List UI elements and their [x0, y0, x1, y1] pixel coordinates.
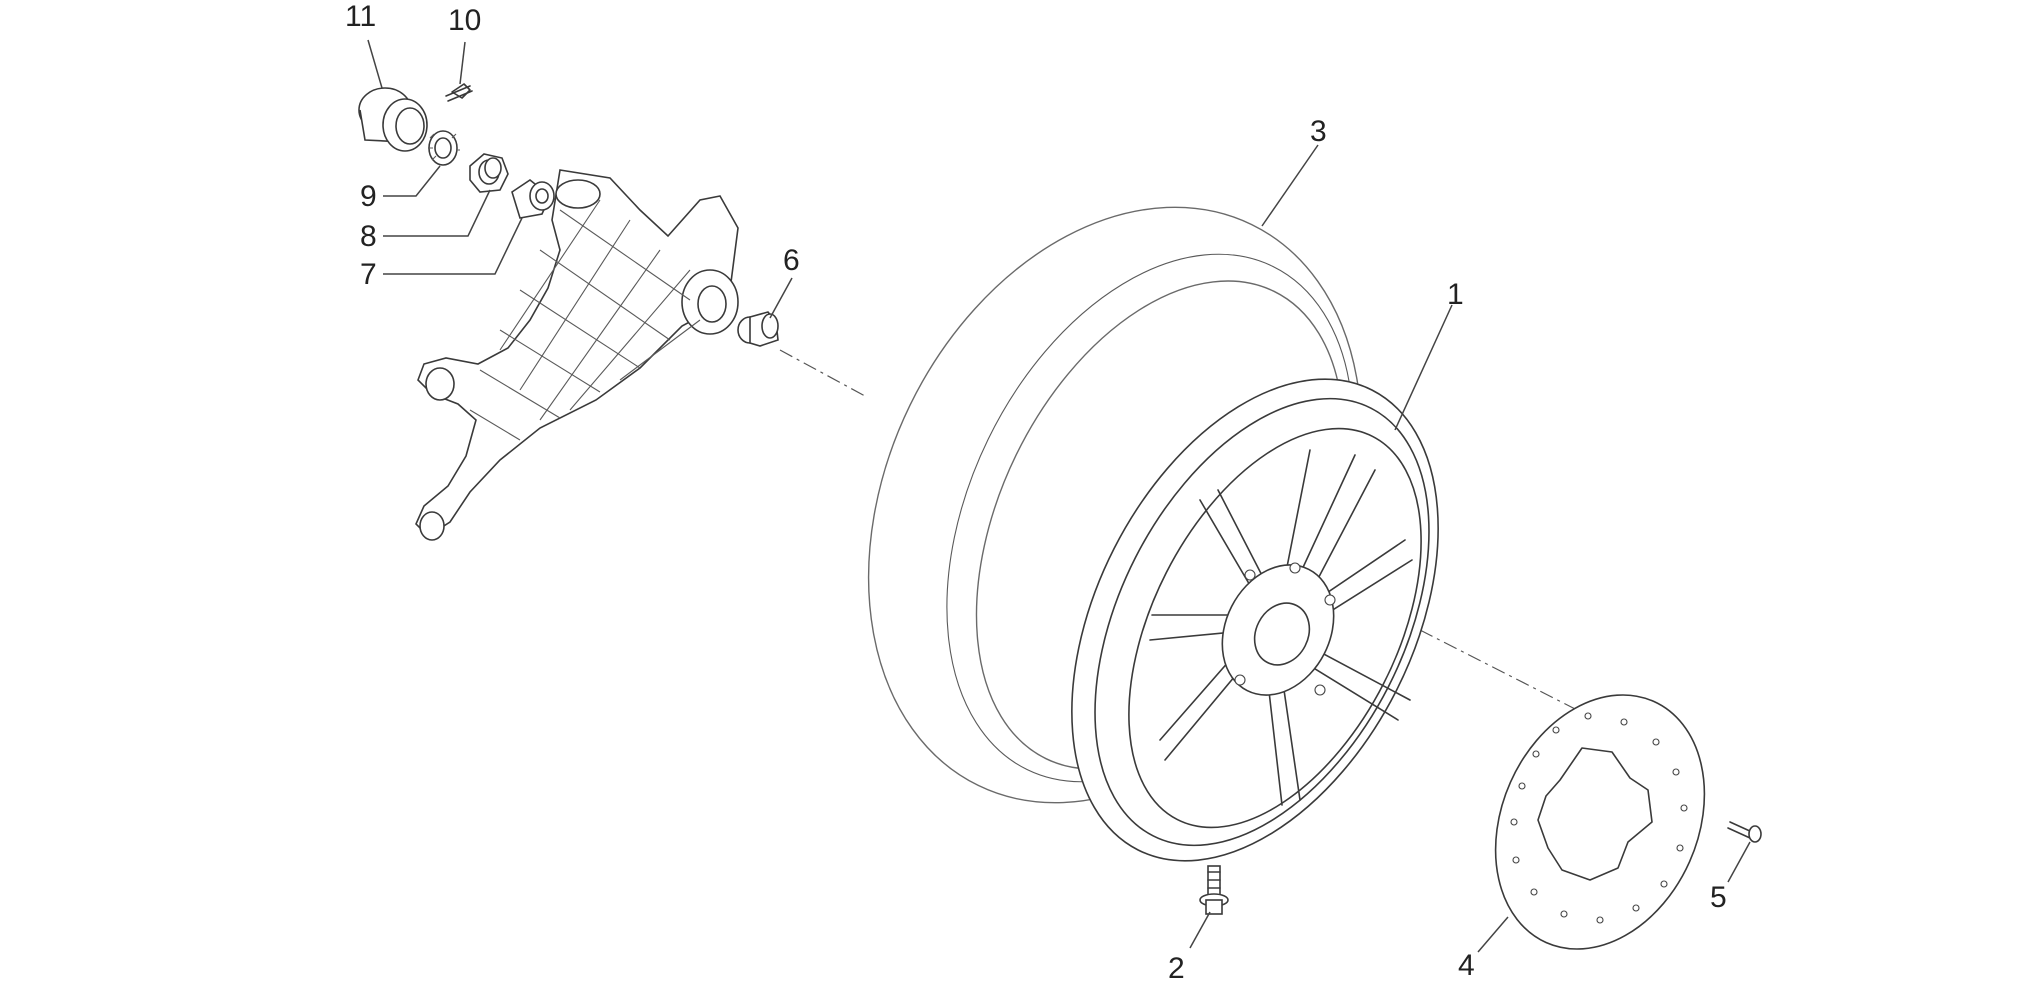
callout-1: 1	[1447, 278, 1464, 311]
leader-7	[383, 217, 523, 275]
callout-2: 2	[1168, 952, 1185, 982]
leader-3	[1261, 144, 1319, 227]
callout-11: 11	[345, 0, 376, 33]
part-8-axle-nut	[469, 153, 509, 193]
part-6-spacer-bushing	[737, 311, 779, 347]
part-5-disc-screw	[1727, 821, 1762, 843]
callout-10: 10	[448, 4, 481, 37]
part-1-wheel-rim	[1071, 378, 1439, 862]
part-7-spacer-sleeve	[511, 179, 555, 219]
part-11-hub-cap	[358, 87, 428, 152]
callout-leaders	[367, 39, 1751, 953]
callout-5: 5	[1710, 881, 1727, 914]
leader-4	[1477, 916, 1509, 953]
callout-7: 7	[360, 258, 377, 291]
leader-5	[1727, 841, 1751, 883]
leader-11	[367, 39, 383, 89]
leader-2	[1189, 911, 1211, 949]
leader-8	[383, 189, 491, 237]
part-10-split-pin	[445, 83, 473, 102]
wheel-hub	[1221, 562, 1336, 696]
leader-1	[1394, 304, 1453, 431]
wheel-axis-centerline	[779, 349, 1641, 743]
leader-10	[459, 41, 466, 85]
part-9-toothed-washer	[428, 130, 460, 166]
callout-3: 3	[1310, 115, 1327, 148]
callout-9: 9	[360, 180, 377, 213]
part-4-brake-disc	[1494, 694, 1706, 950]
callout-6: 6	[783, 244, 800, 277]
swing-arm-bracket	[415, 169, 739, 541]
part-2-tire-valve	[1199, 865, 1229, 915]
brake-disc-holes	[1510, 712, 1688, 924]
callout-8: 8	[360, 220, 377, 253]
leader-6	[769, 277, 793, 319]
leader-9	[383, 165, 441, 197]
callout-4: 4	[1458, 949, 1475, 982]
callout-labels: 1 2 3 4 5 6 7 8 9 10 11	[345, 0, 1727, 982]
